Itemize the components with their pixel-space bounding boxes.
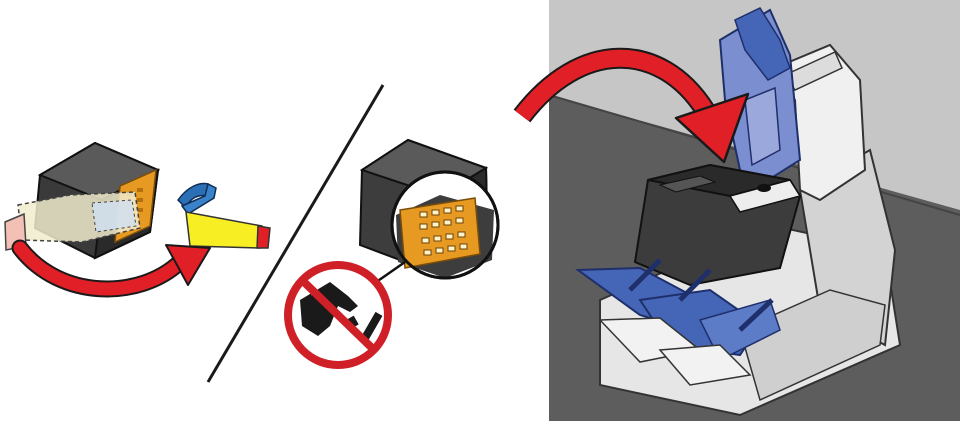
step-no-touch	[288, 140, 498, 365]
removed-tape	[178, 184, 270, 248]
step-insert-cartridge	[522, 0, 960, 421]
inserting-cartridge	[635, 165, 800, 285]
contacts-magnifier	[392, 172, 498, 278]
step-remove-tape	[5, 143, 270, 289]
tape-cartridge	[5, 143, 158, 258]
curved-red-arrow-icon	[20, 245, 210, 289]
no-touch-contacts-icon	[288, 265, 388, 365]
